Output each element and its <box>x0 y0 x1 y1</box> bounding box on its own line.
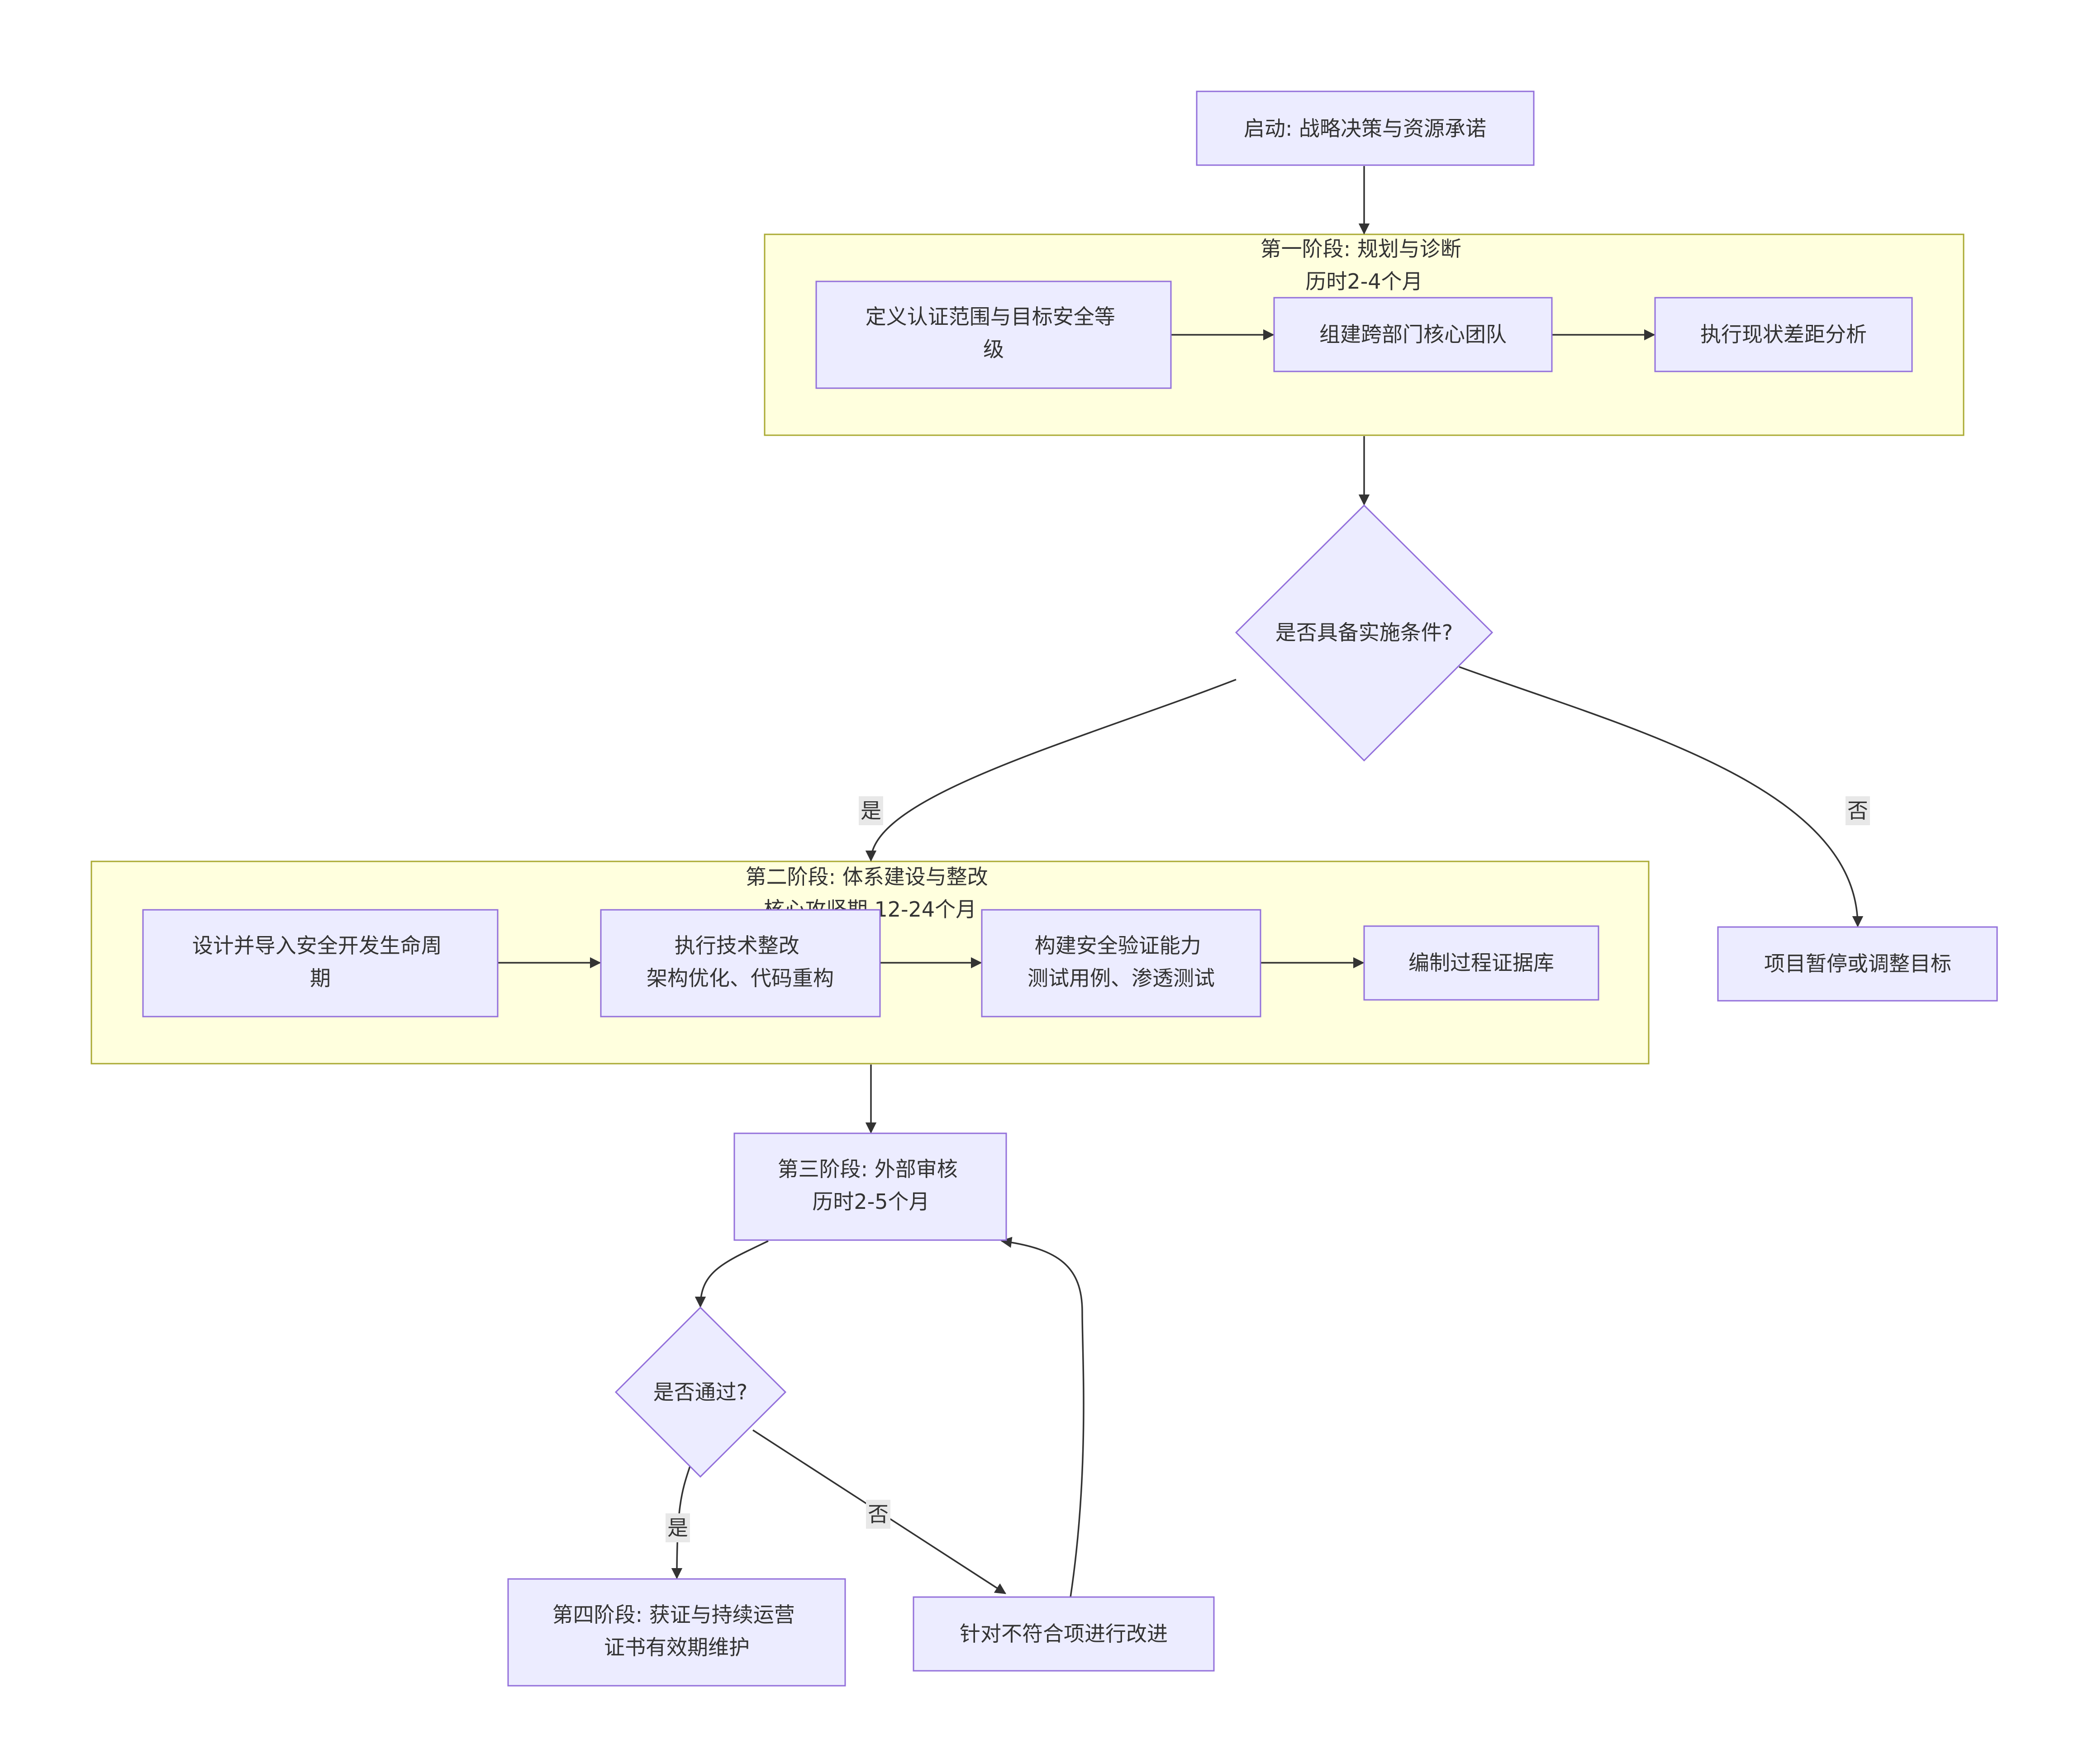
node-evidence-library-box <box>1363 925 1599 1001</box>
node-verify-capability-label-line-1: 构建安全验证能力 <box>1035 933 1201 958</box>
node-design-sdl-label: 设计并导入安全开发生命周 期 <box>192 933 449 990</box>
edge-label-pass-yes-text: 是 <box>667 1516 688 1540</box>
node-ready-decision-label-line-1: 是否具备实施条件? <box>1275 620 1453 645</box>
node-verify-capability[interactable]: 构建安全验证能力 测试用例、渗透测试 <box>981 909 1261 1018</box>
node-define-scope-label: 定义认证范围与目标安全等 级 <box>866 304 1122 361</box>
node-ready-decision-label: 是否具备实施条件? <box>1275 620 1453 645</box>
node-phase4-box <box>507 1578 846 1687</box>
node-phase3-audit-label: 第三阶段: 外部审核 历时2-5个月 <box>778 1157 965 1214</box>
node-build-team[interactable]: 组建跨部门核心团队 <box>1273 297 1553 372</box>
edge-fix-to-phase3 <box>1000 1236 1085 1598</box>
node-phase4-label: 第四阶段: 获证与持续运营 证书有效期维护 <box>552 1602 802 1659</box>
node-start[interactable]: 启动: 战略决策与资源承诺 <box>1196 90 1535 166</box>
phase2-group-title-line-1: 第二阶段: 体系建设与整改 <box>746 865 988 889</box>
node-fix-nonconformity-label: 针对不符合项进行改进 <box>960 1621 1168 1646</box>
node-tech-rectify[interactable]: 执行技术整改 架构优化、代码重构 <box>600 909 881 1018</box>
phase1-group-title-line-1: 第一阶段: 规划与诊断 <box>1261 237 1461 261</box>
node-evidence-library[interactable]: 编制过程证据库 <box>1363 925 1599 1001</box>
edge-ready-yes <box>865 679 1237 862</box>
edge-label-pass-no-bg <box>866 1500 890 1529</box>
node-design-sdl-label-line-1: 设计并导入安全开发生命周 <box>192 933 442 958</box>
node-start-label: 启动: 战略决策与资源承诺 <box>1244 116 1486 141</box>
edge-label-ready-yes: 是 <box>859 796 883 825</box>
edge-label-ready-no-bg <box>1846 796 1870 825</box>
phase1-group-title: 第一阶段: 规划与诊断 历时2-4个月 <box>1261 237 1468 294</box>
node-verify-capability-label-line-2: 测试用例、渗透测试 <box>1027 966 1215 990</box>
edge-phase3-to-pass <box>695 1240 769 1308</box>
node-pass-decision-label-line-1: 是否通过? <box>653 1380 747 1404</box>
node-gap-analysis-label-line-1: 执行现状差距分析 <box>1700 322 1867 347</box>
edge-label-pass-no-text: 否 <box>868 1502 889 1526</box>
node-verify-capability-box <box>981 909 1261 1018</box>
node-evidence-library-label-line-1: 编制过程证据库 <box>1408 951 1554 975</box>
edge-label-pass-yes: 是 <box>666 1513 690 1542</box>
node-tech-rectify-label-line-1: 执行技术整改 <box>675 933 799 958</box>
node-define-scope[interactable]: 定义认证范围与目标安全等 级 <box>815 281 1172 389</box>
edges <box>498 166 1864 1598</box>
edge-label-ready-yes-text: 是 <box>861 799 881 823</box>
node-tech-rectify-box <box>600 909 881 1018</box>
node-define-scope-label-line-1: 定义认证范围与目标安全等 <box>866 304 1115 329</box>
node-ready-decision[interactable]: 是否具备实施条件? <box>1235 504 1494 762</box>
node-phase3-audit-box <box>733 1132 1007 1241</box>
node-phase3-audit[interactable]: 第三阶段: 外部审核 历时2-5个月 <box>733 1132 1007 1241</box>
node-define-scope-label-line-2: 级 <box>983 337 1004 361</box>
node-tech-rectify-label-line-2: 架构优化、代码重构 <box>647 966 834 990</box>
node-build-team-label: 组建跨部门核心团队 <box>1319 322 1507 347</box>
node-fix-nonconformity[interactable]: 针对不符合项进行改进 <box>913 1596 1215 1672</box>
node-pass-decision-label: 是否通过? <box>653 1380 747 1404</box>
node-gap-analysis-label: 执行现状差距分析 <box>1700 322 1867 347</box>
node-tech-rectify-label: 执行技术整改 架构优化、代码重构 <box>647 933 834 990</box>
node-build-team-label-line-1: 组建跨部门核心团队 <box>1319 322 1507 347</box>
node-build-team-box <box>1273 297 1553 372</box>
phase1-group-title-line-2: 历时2-4个月 <box>1305 269 1422 294</box>
node-ready-decision-diamond <box>1235 504 1494 762</box>
edge-pass-yes <box>671 1466 691 1579</box>
node-phase4[interactable]: 第四阶段: 获证与持续运营 证书有效期维护 <box>507 1578 846 1687</box>
edge-label-pass-no: 否 <box>866 1500 890 1529</box>
node-phase4-label-line-1: 第四阶段: 获证与持续运营 <box>552 1602 795 1627</box>
edge-label-ready-no-text: 否 <box>1847 799 1868 823</box>
edge-label-ready-yes-bg <box>859 796 883 825</box>
node-pause-project-box <box>1717 926 1998 1002</box>
node-phase3-audit-label-line-1: 第三阶段: 外部审核 <box>778 1157 958 1181</box>
node-fix-nonconformity-box <box>913 1596 1215 1672</box>
node-pass-decision[interactable]: 是否通过? <box>614 1306 787 1478</box>
node-start-label-line-1: 启动: 战略决策与资源承诺 <box>1244 116 1486 141</box>
node-phase3-audit-label-line-2: 历时2-5个月 <box>812 1189 929 1214</box>
node-design-sdl-label-line-2: 期 <box>310 966 331 990</box>
edge-ready-no <box>1459 666 1864 927</box>
node-design-sdl-box <box>142 909 499 1018</box>
node-pause-project-label: 项目暂停或调整目标 <box>1764 951 1951 976</box>
edge-label-ready-no: 否 <box>1846 796 1870 825</box>
node-start-box <box>1196 90 1535 166</box>
node-phase4-label-line-2: 证书有效期维护 <box>604 1635 750 1659</box>
node-gap-analysis-box <box>1654 297 1913 372</box>
node-verify-capability-label: 构建安全验证能力 测试用例、渗透测试 <box>1027 933 1215 990</box>
edge-label-pass-yes-bg <box>666 1513 690 1542</box>
node-gap-analysis[interactable]: 执行现状差距分析 <box>1654 297 1913 372</box>
node-fix-nonconformity-label-line-1: 针对不符合项进行改进 <box>960 1621 1168 1646</box>
node-define-scope-box <box>815 281 1172 389</box>
node-evidence-library-label: 编制过程证据库 <box>1408 951 1554 975</box>
node-pause-project-label-line-1: 项目暂停或调整目标 <box>1764 951 1951 976</box>
node-design-sdl[interactable]: 设计并导入安全开发生命周 期 <box>142 909 499 1018</box>
node-pause-project[interactable]: 项目暂停或调整目标 <box>1717 926 1998 1002</box>
node-pass-decision-diamond <box>614 1306 787 1478</box>
